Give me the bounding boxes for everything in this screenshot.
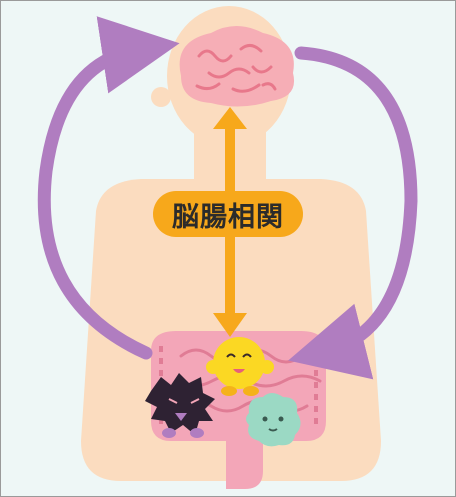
neutral-bacteria-icon [246,393,301,446]
brain-icon [180,26,294,107]
brain-gut-axis-label: 脳腸相関 [153,191,303,237]
